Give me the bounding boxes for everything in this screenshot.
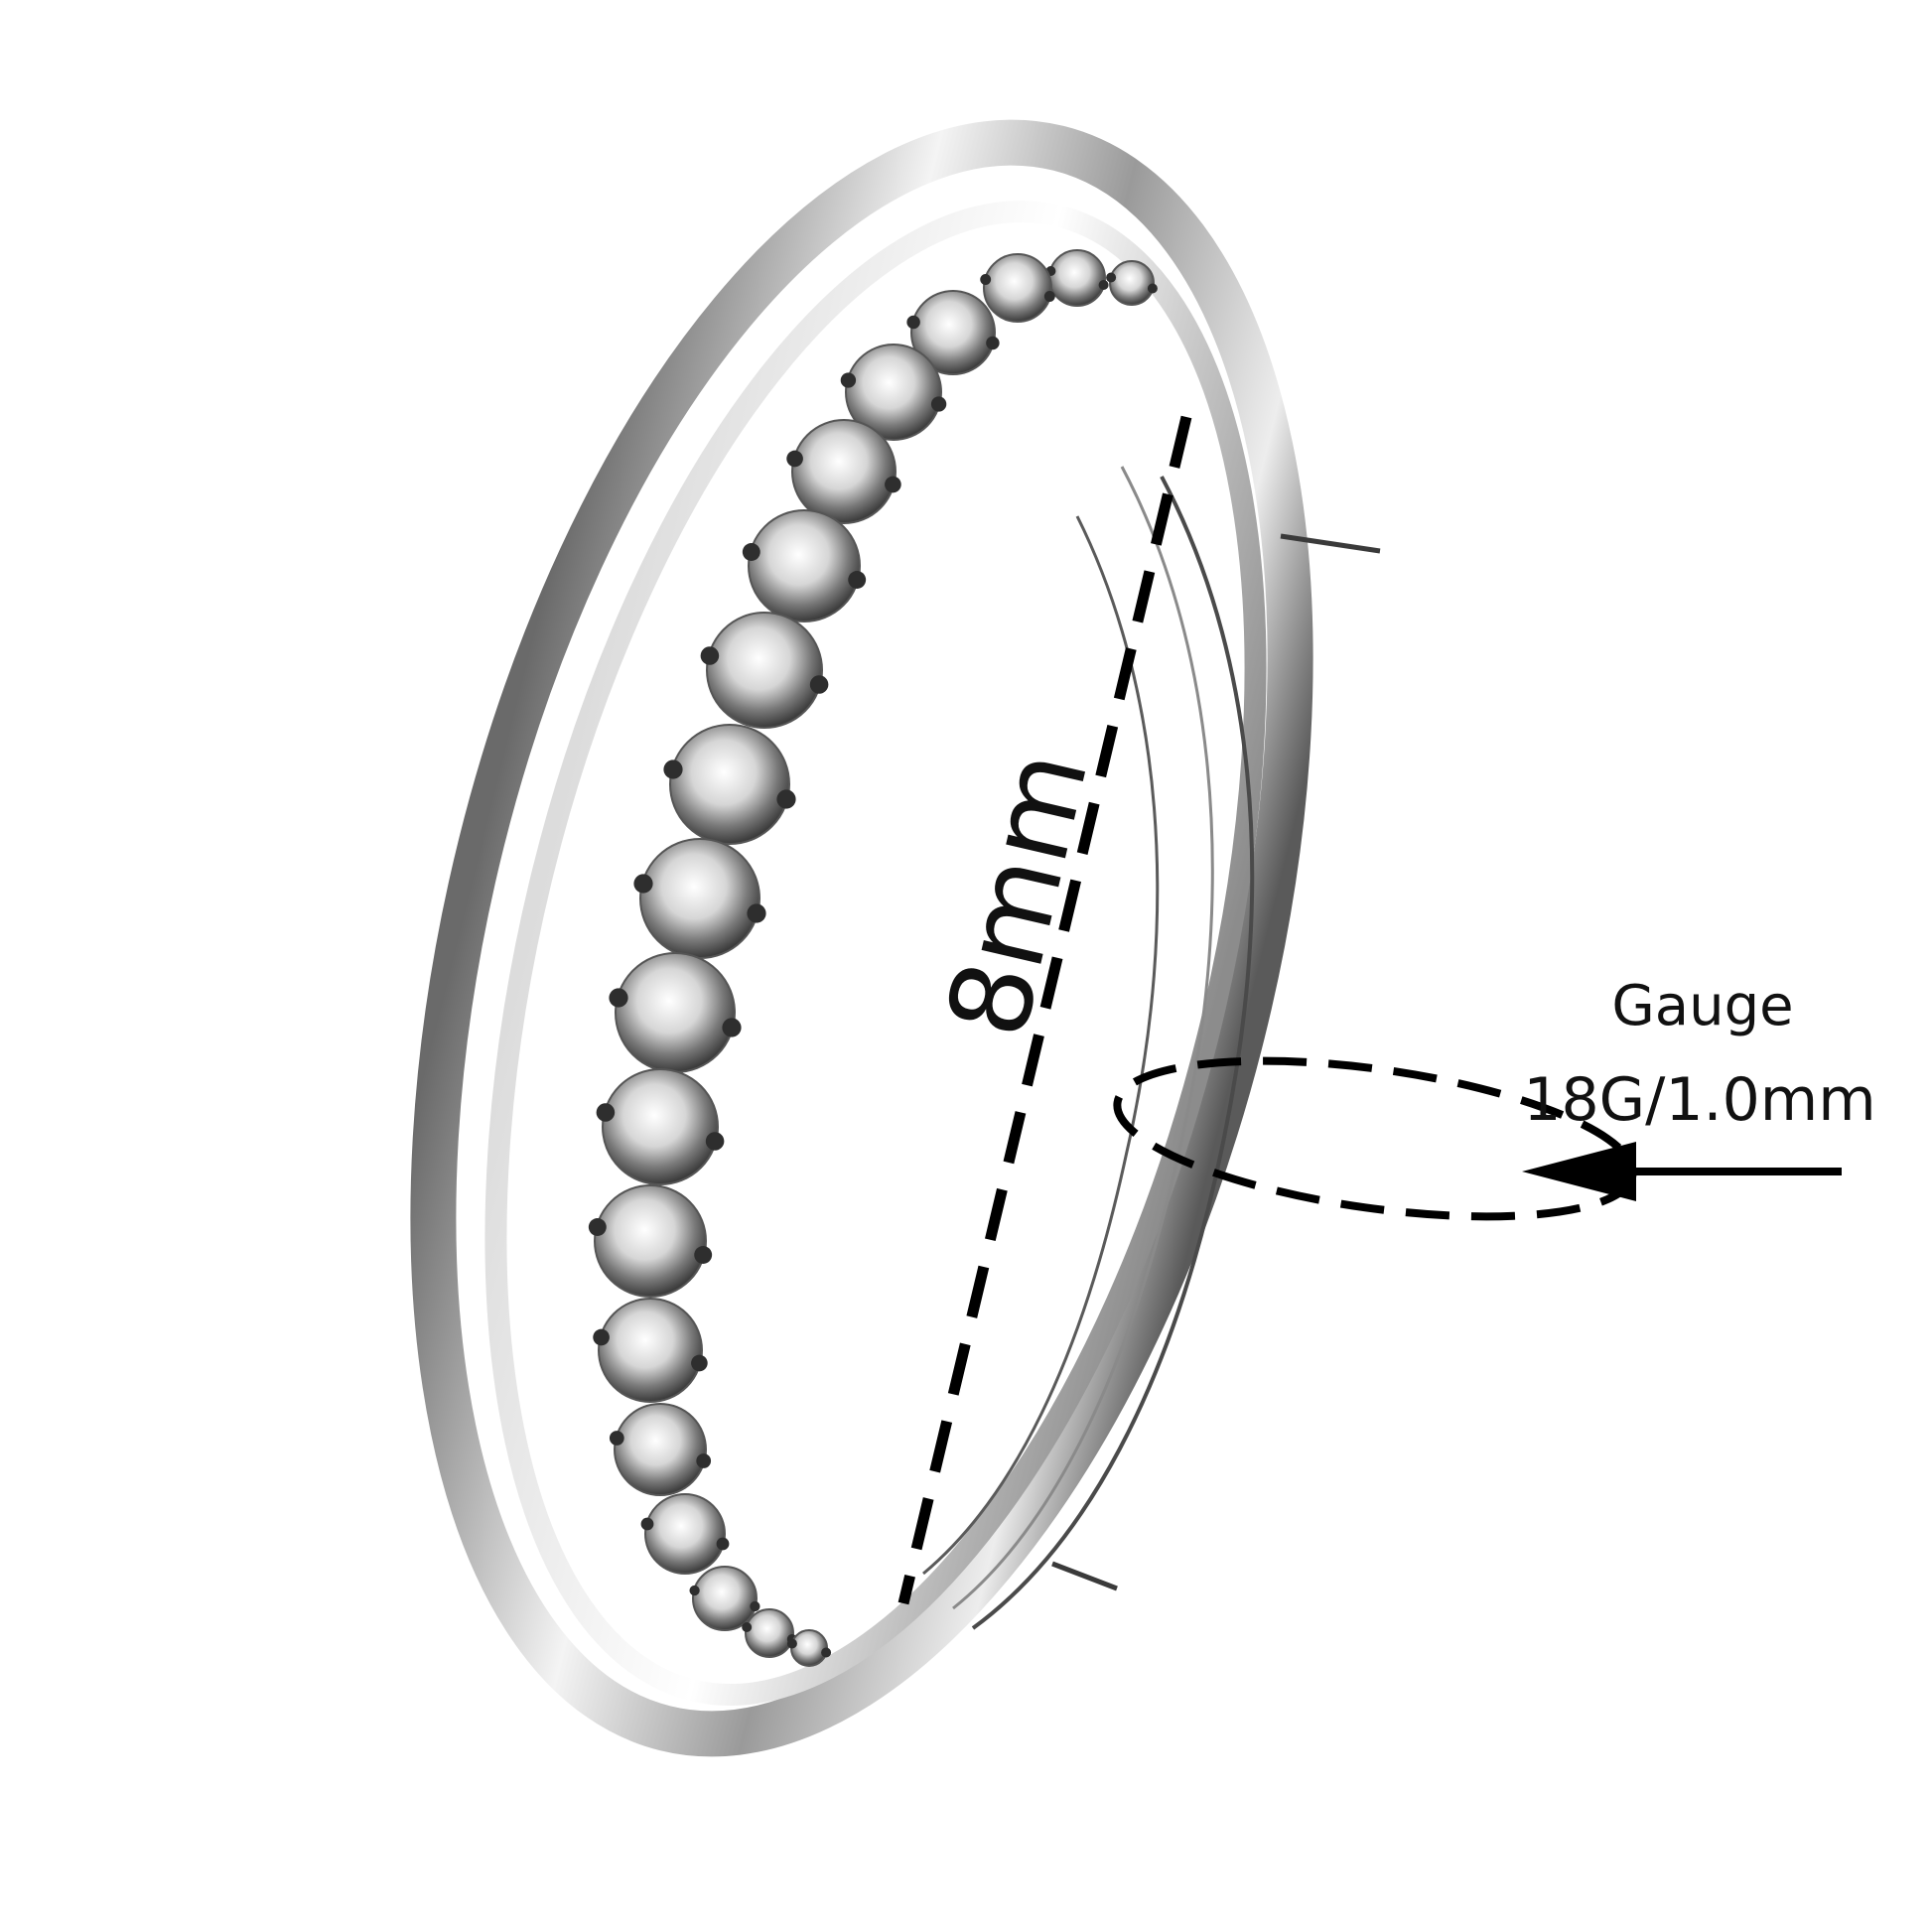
gem-prong bbox=[705, 1132, 725, 1151]
gem-prong bbox=[1106, 272, 1117, 283]
hinged-ring bbox=[410, 119, 1381, 1757]
gem-stone bbox=[745, 1608, 794, 1658]
gem-stone bbox=[594, 1184, 707, 1298]
gauge-value: 18G/1.0mm bbox=[1523, 1065, 1875, 1135]
gem-channel bbox=[588, 249, 1158, 1667]
gem-stone bbox=[983, 253, 1052, 323]
gem-stone bbox=[1109, 260, 1155, 306]
gauge-arrow-head bbox=[1522, 1142, 1636, 1201]
gem-stone bbox=[845, 344, 942, 441]
gem-prong bbox=[747, 903, 766, 923]
hinge-bottom bbox=[1051, 1561, 1118, 1591]
gem-stone bbox=[910, 290, 996, 375]
gem-stone bbox=[615, 952, 736, 1073]
gem-prong bbox=[663, 759, 683, 779]
gem-prong bbox=[588, 1218, 607, 1236]
gem-prong bbox=[696, 1453, 712, 1468]
gem-prong bbox=[596, 1103, 616, 1122]
gem-prong bbox=[885, 476, 901, 493]
gem-stone bbox=[602, 1068, 719, 1185]
gem-prong bbox=[821, 1647, 832, 1658]
gauge-annotation: Gauge 18G/1.0mm bbox=[1113, 974, 1876, 1221]
gem-prong bbox=[776, 789, 796, 809]
gem-stone bbox=[692, 1566, 758, 1631]
gem-stone bbox=[644, 1493, 726, 1575]
gem-prong bbox=[633, 874, 653, 894]
gem-stone bbox=[1048, 249, 1106, 307]
gem-prong bbox=[848, 571, 867, 589]
gem-prong bbox=[986, 336, 1000, 350]
gem-prong bbox=[609, 988, 628, 1008]
gem-prong bbox=[689, 1585, 700, 1596]
gauge-title: Gauge bbox=[1611, 974, 1793, 1038]
gem-prong bbox=[593, 1328, 610, 1346]
gem-stone bbox=[791, 419, 897, 524]
gem-stone bbox=[598, 1298, 703, 1403]
gem-prong bbox=[930, 396, 947, 412]
gem-prong bbox=[906, 315, 920, 330]
gem-prong bbox=[809, 675, 829, 694]
gem-prong bbox=[700, 646, 720, 665]
gem-prong bbox=[786, 450, 803, 468]
gem-prong bbox=[1043, 291, 1055, 302]
diameter-dashed-line bbox=[897, 415, 1192, 1605]
gem-prong bbox=[722, 1018, 742, 1037]
hinge-top bbox=[1280, 533, 1381, 554]
gem-prong bbox=[742, 543, 760, 561]
gem-prong bbox=[786, 1638, 797, 1649]
gem-prong bbox=[1147, 283, 1158, 294]
gem-prong bbox=[1098, 280, 1109, 290]
gem-stone bbox=[706, 612, 823, 729]
gem-prong bbox=[694, 1246, 713, 1264]
diameter-label: 8mm bbox=[923, 740, 1114, 1048]
gem-prong bbox=[716, 1537, 730, 1551]
gem-prong bbox=[750, 1600, 760, 1612]
gem-stone bbox=[639, 838, 760, 959]
gem-prong bbox=[742, 1622, 753, 1632]
gem-prong bbox=[840, 372, 857, 388]
gem-stone bbox=[614, 1403, 707, 1496]
gem-stone bbox=[748, 509, 861, 622]
gem-prong bbox=[691, 1354, 708, 1372]
gem-stone bbox=[790, 1629, 828, 1667]
gem-prong bbox=[980, 274, 992, 285]
gem-prong bbox=[640, 1517, 654, 1531]
gem-prong bbox=[609, 1431, 624, 1446]
gem-stone bbox=[669, 724, 790, 845]
